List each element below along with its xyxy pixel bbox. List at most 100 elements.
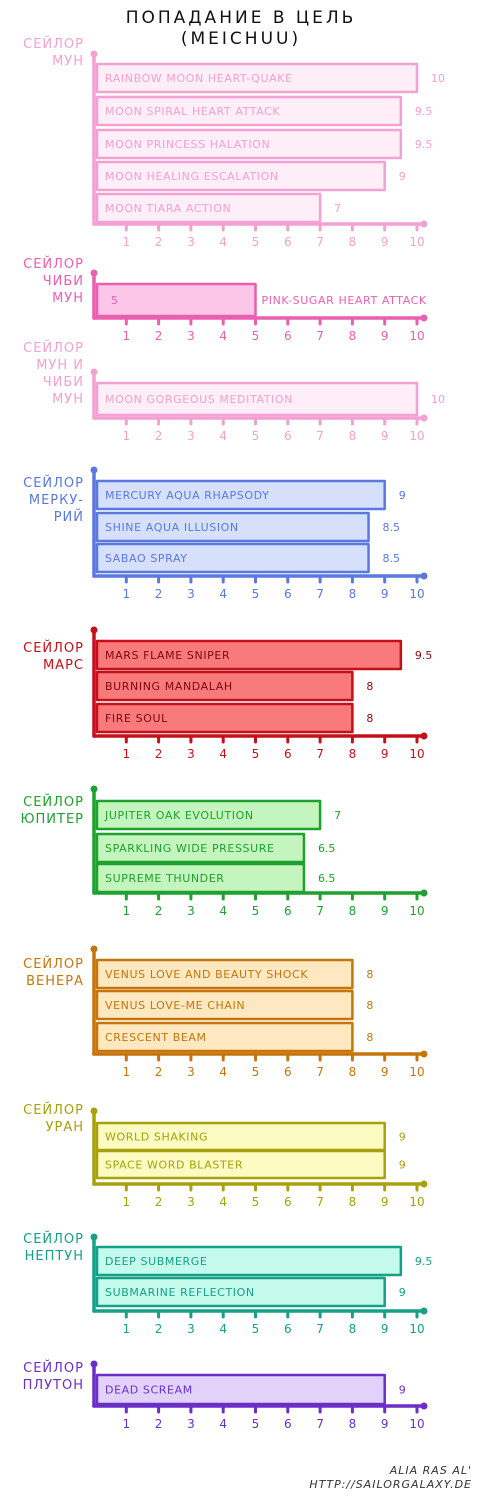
x-tick-label: 6 — [284, 587, 292, 601]
x-tick-label: 7 — [316, 747, 324, 761]
x-tick-label: 3 — [187, 235, 195, 249]
axis-end-dot — [420, 314, 428, 322]
x-tick-label: 1 — [122, 1195, 130, 1209]
bar-value-label: 6.5 — [318, 842, 336, 855]
chart-label-line: МУН — [52, 291, 84, 306]
x-tick-label: 9 — [381, 904, 389, 918]
x-tick-label: 8 — [349, 429, 357, 443]
x-tick-label: 3 — [187, 329, 195, 343]
x-tick-label: 9 — [381, 1417, 389, 1431]
bar-category-label: MOON SPIRAL HEART ATTACK — [105, 105, 280, 118]
x-tick-label: 6 — [284, 329, 292, 343]
credit: ALIA RAS AL' HTTP://SAILORGALAXY.DE — [309, 1464, 472, 1492]
bar-value-label: 9.5 — [415, 649, 433, 662]
x-tick-label: 2 — [155, 235, 163, 249]
bar-category-label: MOON TIARA ACTION — [105, 202, 231, 215]
axis-end-dot — [420, 1180, 428, 1188]
credit-url[interactable]: HTTP://SAILORGALAXY.DE — [309, 1478, 472, 1491]
x-tick-label: 6 — [284, 1065, 292, 1079]
bar — [95, 702, 354, 734]
bar-value-label: 8.5 — [383, 552, 401, 565]
axis-end-dot — [420, 220, 428, 228]
x-tick-label: 4 — [219, 1065, 227, 1079]
x-tick-label: 7 — [316, 1417, 324, 1431]
chart-label-line: НЕПТУН — [25, 1249, 84, 1264]
bar-value-label: 9 — [399, 1286, 406, 1299]
credit-author: ALIA RAS AL' — [389, 1464, 472, 1477]
axis-end-dot — [420, 1050, 428, 1058]
x-tick-label: 6 — [284, 429, 292, 443]
x-tick-label: 8 — [349, 904, 357, 918]
bar-value-label: 7 — [334, 809, 341, 822]
chart-label-line: МАРС — [43, 658, 84, 673]
chart-label-line: ПЛУТОН — [23, 1378, 84, 1393]
x-tick-label: 9 — [381, 587, 389, 601]
bar-category-label: SUPREME THUNDER — [105, 872, 225, 885]
axis-end-dot — [420, 1402, 428, 1410]
bar — [95, 1149, 386, 1180]
x-tick-label: 3 — [187, 1195, 195, 1209]
x-tick-label: 9 — [381, 1195, 389, 1209]
x-tick-label: 1 — [122, 329, 130, 343]
bar-category-label: SHINE AQUA ILLUSION — [105, 521, 239, 534]
x-tick-label: 6 — [284, 1322, 292, 1336]
bar — [95, 95, 403, 127]
bar-value-label: 9.5 — [415, 1255, 433, 1268]
x-tick-label: 1 — [122, 587, 130, 601]
bar-category-label: MOON HEALING ESCALATION — [105, 170, 279, 183]
x-tick-label: 6 — [284, 235, 292, 249]
axis-end-dot — [90, 368, 98, 376]
x-tick-label: 4 — [219, 587, 227, 601]
bar-category-label: MOON GORGEOUS MEDITATION — [105, 393, 293, 406]
bar-category-label: PINK-SUGAR HEART ATTACK — [262, 294, 427, 307]
chart-label-line: СЕЙЛОР — [23, 1102, 84, 1118]
bar-value-label: 8 — [366, 968, 373, 981]
bar — [95, 1021, 354, 1053]
chart-label-line: СЕЙЛОР — [23, 640, 84, 656]
x-tick-label: 7 — [316, 1322, 324, 1336]
x-tick-label: 10 — [409, 1417, 424, 1431]
bar-value-label: 9 — [399, 1384, 406, 1397]
bar — [95, 832, 306, 864]
bar-value-label: 8 — [366, 680, 373, 693]
x-tick-label: 9 — [381, 1322, 389, 1336]
bar — [95, 639, 403, 671]
x-tick-label: 5 — [252, 587, 260, 601]
bar-value-label: 9 — [399, 489, 406, 502]
x-tick-label: 10 — [409, 747, 424, 761]
x-tick-label: 6 — [284, 747, 292, 761]
bar — [95, 670, 354, 702]
x-tick-label: 7 — [316, 1065, 324, 1079]
x-tick-label: 4 — [219, 329, 227, 343]
chart-label-line: СЕЙЛОР — [23, 1360, 84, 1376]
chart-label-line: СЕЙЛОР — [23, 794, 84, 810]
x-tick-label: 5 — [252, 429, 260, 443]
x-tick-label: 5 — [252, 329, 260, 343]
x-tick-label: 9 — [381, 429, 389, 443]
axis-end-dot — [90, 269, 98, 277]
x-tick-label: 8 — [349, 1417, 357, 1431]
x-tick-label: 3 — [187, 1322, 195, 1336]
bar-value-label: 8.5 — [383, 521, 401, 534]
x-tick-label: 2 — [155, 1322, 163, 1336]
x-tick-label: 9 — [381, 329, 389, 343]
bar-category-label: WORLD SHAKING — [105, 1131, 208, 1144]
bar-value-label: 10 — [431, 393, 445, 406]
x-tick-label: 4 — [219, 904, 227, 918]
x-tick-label: 10 — [409, 904, 424, 918]
x-tick-label: 3 — [187, 1065, 195, 1079]
bar — [95, 799, 322, 831]
axis-end-dot — [420, 572, 428, 580]
x-tick-label: 2 — [155, 329, 163, 343]
x-tick-label: 10 — [409, 1195, 424, 1209]
bar-value-label: 9 — [399, 1159, 406, 1172]
x-tick-label: 5 — [252, 1322, 260, 1336]
x-tick-label: 2 — [155, 587, 163, 601]
